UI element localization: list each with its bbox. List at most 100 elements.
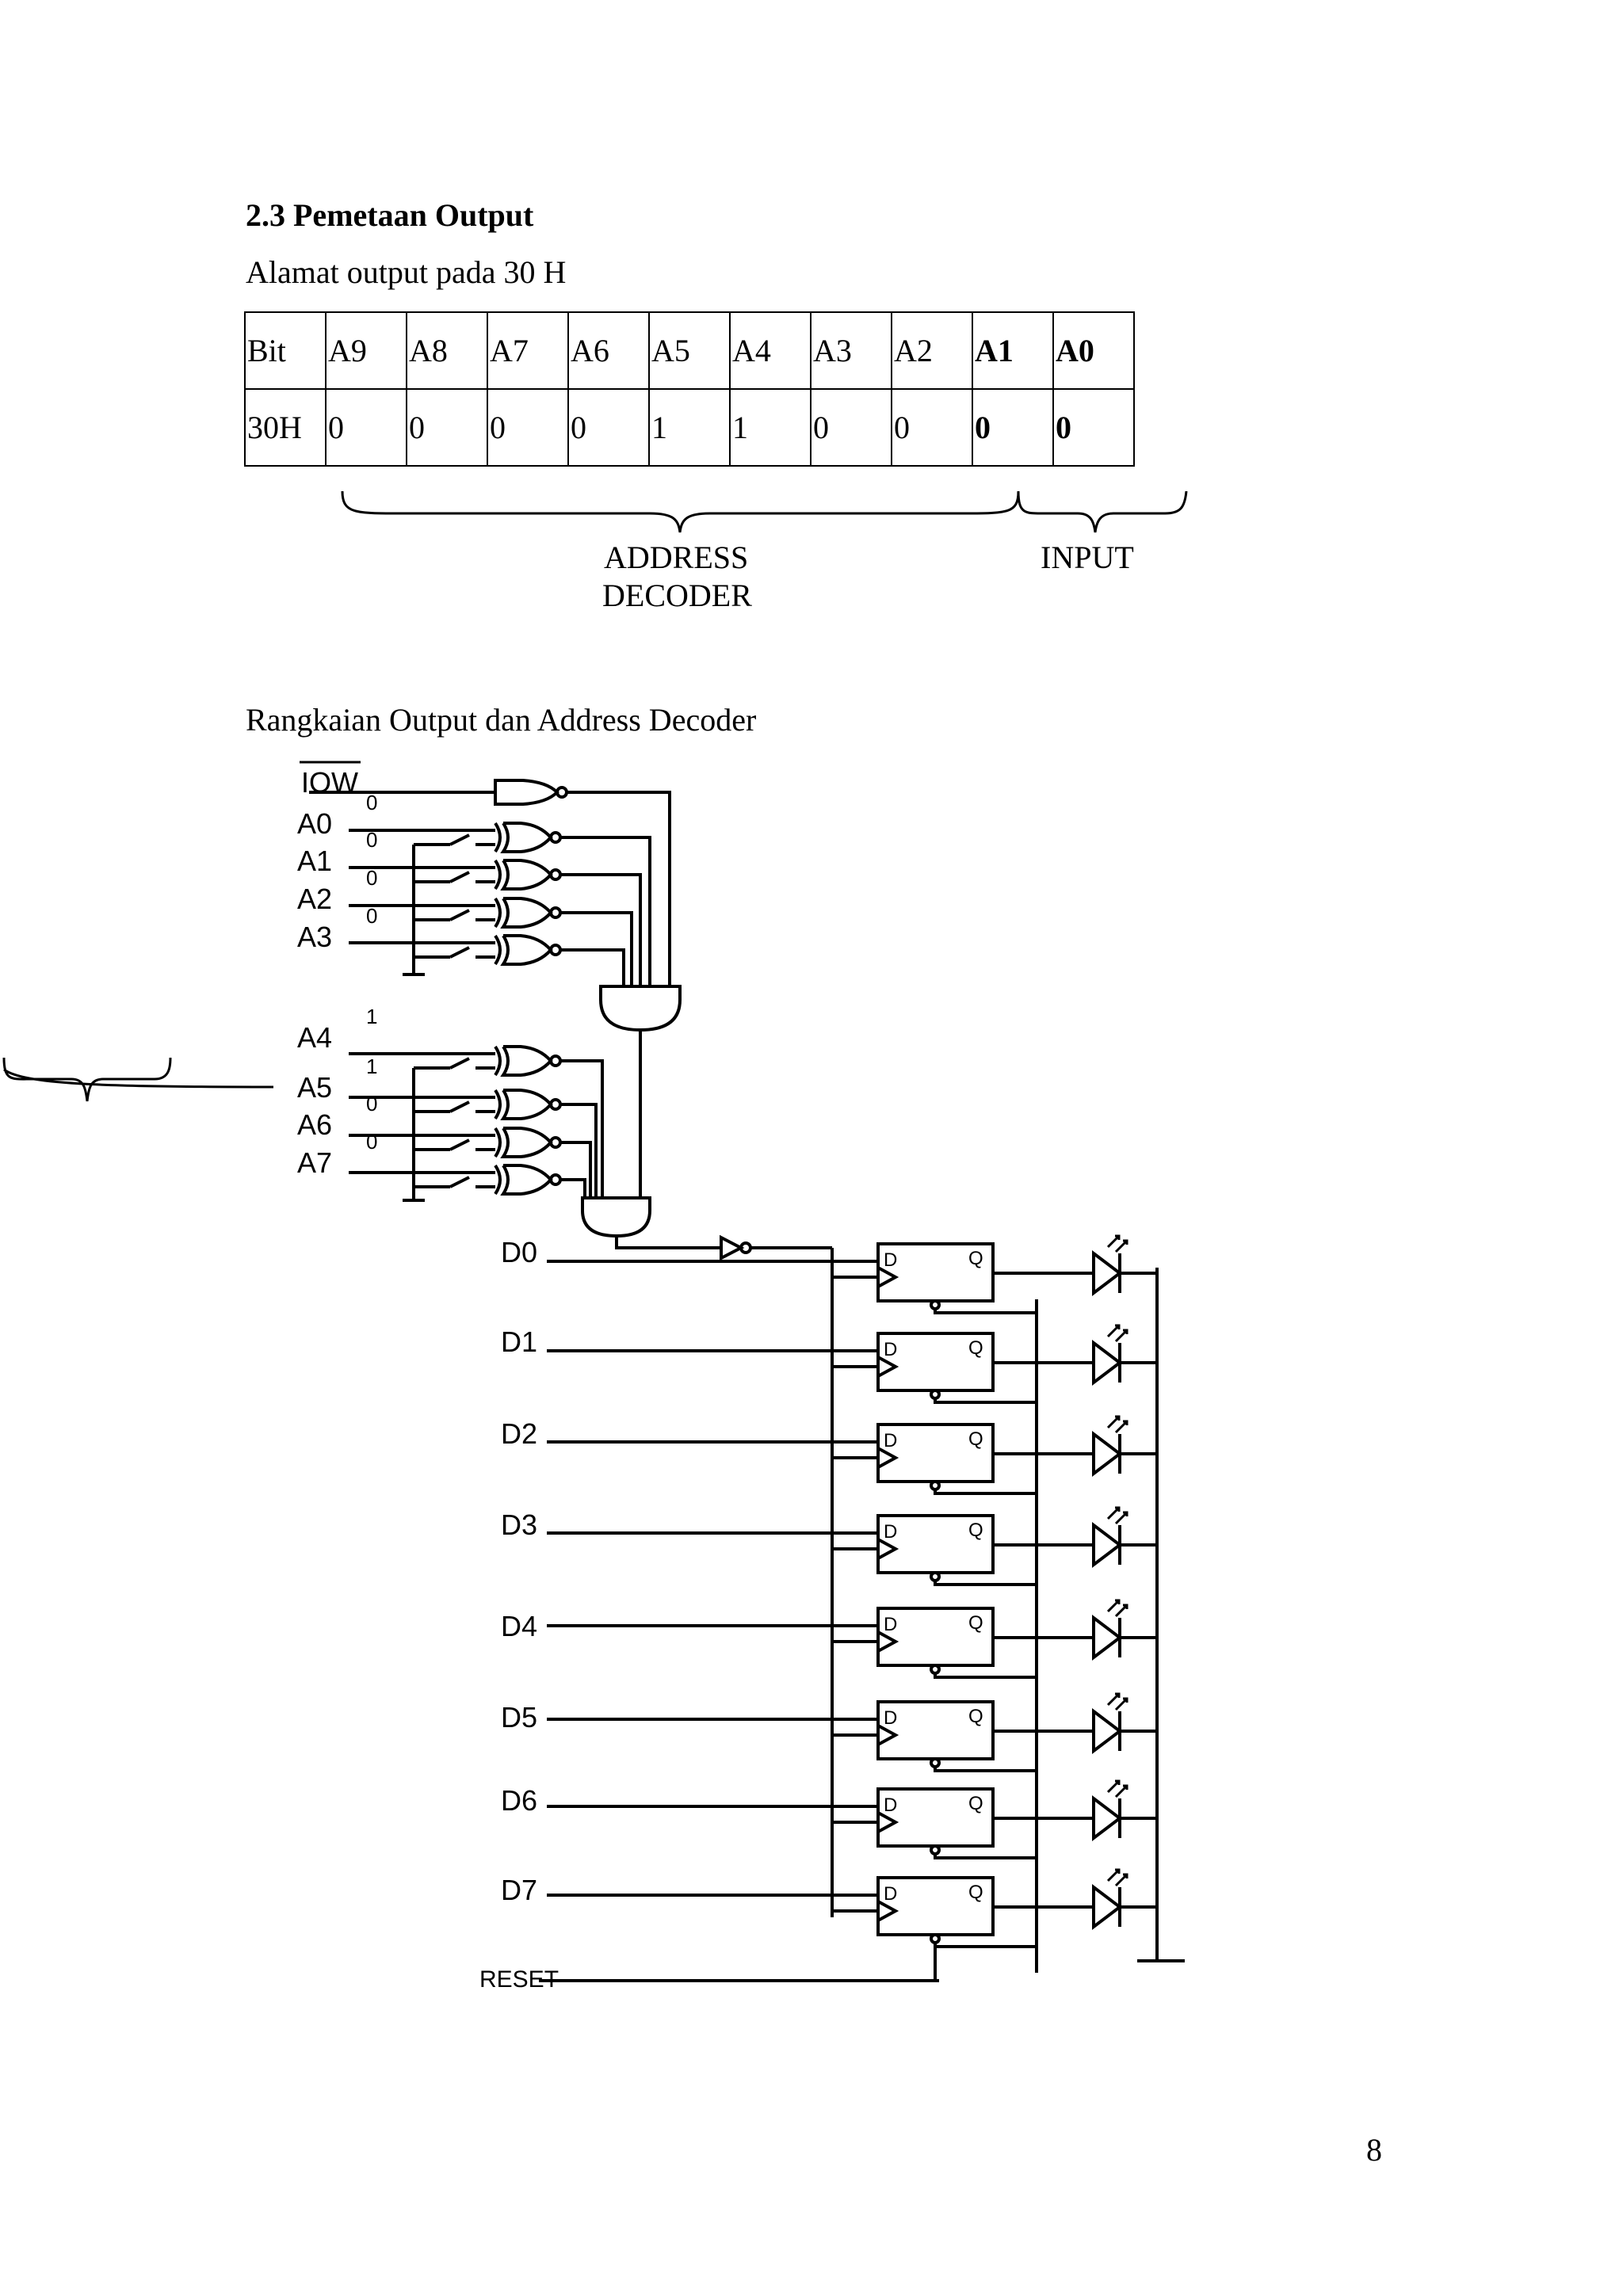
switch-blade bbox=[449, 946, 470, 959]
clock-triangle bbox=[877, 1900, 899, 1922]
address-value-a5: 1 bbox=[366, 1055, 377, 1078]
gate-bubble bbox=[549, 868, 562, 881]
table-cell: Bit bbox=[244, 311, 327, 390]
and-gate-1 bbox=[599, 985, 682, 1032]
and-gate-2 bbox=[581, 1196, 651, 1238]
address-label-a7: A7 bbox=[297, 1146, 332, 1179]
gate-body bbox=[500, 1164, 553, 1196]
table-cell: 0 bbox=[972, 388, 1054, 467]
gate-bubble bbox=[549, 1173, 562, 1186]
led-light-arrows bbox=[1106, 1779, 1128, 1798]
iow-gate bbox=[494, 779, 559, 806]
reset-tap-wire bbox=[934, 1309, 1037, 1314]
flipflop-q-label: Q bbox=[968, 1882, 983, 1903]
flipflop-d-label: D bbox=[884, 1614, 897, 1635]
led-triangle bbox=[1092, 1339, 1123, 1386]
table-cell: A0 bbox=[1052, 311, 1135, 390]
led-triangle bbox=[1092, 1794, 1123, 1842]
flipflop-d-label: D bbox=[884, 1430, 897, 1451]
data-label-d6: D6 bbox=[501, 1784, 537, 1817]
led-light-arrows bbox=[1106, 1415, 1128, 1434]
table-cell: A9 bbox=[325, 311, 407, 390]
clock-triangle bbox=[877, 1630, 899, 1653]
reset-tap-wire bbox=[934, 1943, 1037, 1948]
inverter-gate bbox=[720, 1234, 745, 1261]
reset-bubble bbox=[930, 1757, 941, 1768]
switch-blade bbox=[449, 833, 470, 846]
gate-bubble bbox=[549, 1136, 562, 1149]
flipflop-d-label: D bbox=[884, 1521, 897, 1543]
flipflop-d-label: D bbox=[884, 1339, 897, 1360]
address-label-a2: A2 bbox=[297, 883, 332, 915]
gate-input-curve bbox=[494, 1089, 502, 1120]
data-label-d5: D5 bbox=[501, 1701, 537, 1733]
data-label-d0: D0 bbox=[501, 1236, 537, 1268]
reset-tap-wire bbox=[934, 1398, 1037, 1404]
address-label-a4: A4 bbox=[297, 1021, 332, 1054]
led-triangle bbox=[1092, 1430, 1123, 1478]
gate-bubble bbox=[549, 944, 562, 956]
flipflop-q-label: Q bbox=[968, 1612, 983, 1634]
xnor-gate bbox=[494, 1045, 562, 1077]
iow-gate-bubble bbox=[556, 786, 568, 799]
gate-output-wire bbox=[560, 1103, 598, 1196]
address-label-a0: A0 bbox=[297, 807, 332, 840]
xnor-gate bbox=[494, 1164, 562, 1196]
reset-bubble bbox=[930, 1389, 941, 1400]
gate-input-curve bbox=[494, 934, 502, 966]
gate-bubble bbox=[549, 1055, 562, 1067]
reset-bubble bbox=[930, 1299, 941, 1310]
clock-triangle bbox=[877, 1538, 899, 1560]
data-label-d1: D1 bbox=[501, 1325, 537, 1358]
led-light-arrows bbox=[1106, 1868, 1128, 1887]
table-cell: 0 bbox=[487, 388, 569, 467]
table-cell: 0 bbox=[406, 388, 488, 467]
address-value-a3: 0 bbox=[366, 904, 377, 928]
flipflop-q-label: Q bbox=[968, 1793, 983, 1814]
flipflop-d-label: D bbox=[884, 1249, 897, 1271]
address-subtitle: Alamat output pada 30 H bbox=[246, 254, 567, 290]
reset-bubble bbox=[930, 1664, 941, 1675]
switch-blade bbox=[449, 871, 470, 883]
led-light-arrows bbox=[1106, 1599, 1128, 1618]
address-label-a3: A3 bbox=[297, 921, 332, 953]
led-triangle bbox=[1092, 1707, 1123, 1755]
gate-bubble bbox=[549, 1098, 562, 1111]
reset-bubble bbox=[930, 1844, 941, 1855]
flipflop-q-label: Q bbox=[968, 1248, 983, 1269]
circuit-subtitle: Rangkaian Output dan Address Decoder bbox=[246, 702, 757, 738]
reset-bubble bbox=[930, 1571, 941, 1582]
xnor-gate bbox=[494, 934, 562, 966]
address-value-a2: 0 bbox=[366, 866, 377, 890]
led-light-arrows bbox=[1106, 1692, 1128, 1711]
address-value-a6: 0 bbox=[366, 1092, 377, 1116]
switch-blade bbox=[449, 1057, 470, 1070]
input-brace bbox=[1017, 490, 1188, 533]
reset-bubble bbox=[930, 1480, 941, 1491]
flipflop-q-label: Q bbox=[968, 1520, 983, 1541]
address-label-a1: A1 bbox=[297, 845, 332, 877]
table-cell: 0 bbox=[325, 388, 407, 467]
brace-label-decoder: DECODER bbox=[602, 578, 752, 613]
led-triangle bbox=[1092, 1883, 1123, 1931]
address-label-a6: A6 bbox=[297, 1108, 332, 1141]
gate-bubble bbox=[549, 906, 562, 919]
switch-blade bbox=[449, 1176, 470, 1188]
switch-blade bbox=[449, 909, 470, 921]
gate-input-curve bbox=[494, 859, 502, 891]
clock-triangle bbox=[877, 1447, 899, 1469]
address-label-a5: A5 bbox=[297, 1071, 332, 1104]
clock-triangle bbox=[877, 1356, 899, 1378]
gate-input-curve bbox=[494, 1164, 502, 1196]
inverter-bubble bbox=[739, 1241, 752, 1254]
gate-output-wire bbox=[560, 873, 642, 986]
gate-output-wire bbox=[560, 911, 633, 986]
address-value-a1: 0 bbox=[366, 828, 377, 852]
table-cell: A2 bbox=[891, 311, 973, 390]
gate-input-curve bbox=[494, 1127, 502, 1158]
led-triangle bbox=[1092, 1521, 1123, 1569]
